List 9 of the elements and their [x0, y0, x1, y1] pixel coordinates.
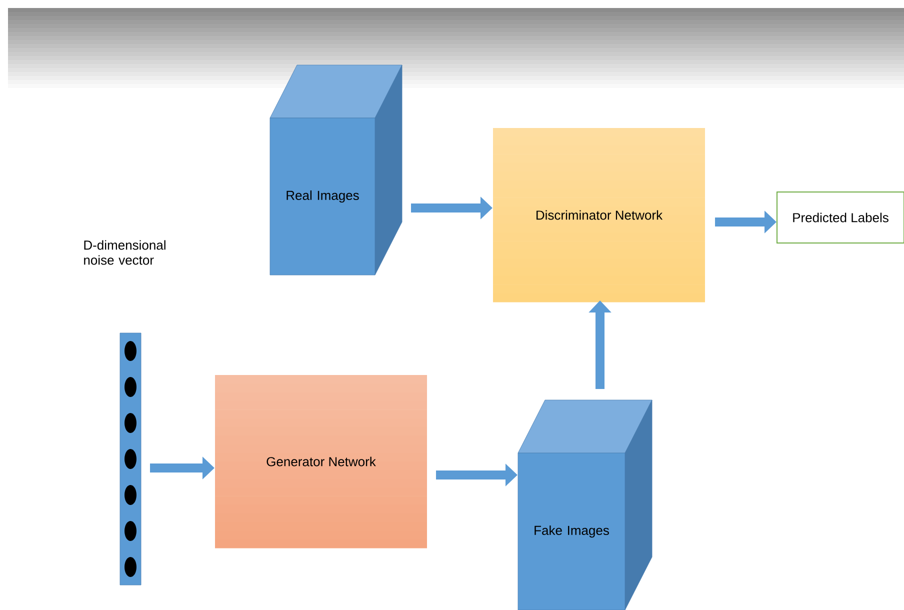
- cube: Real Images: [270, 64, 402, 276]
- output-box: Predicted Labels: [776, 192, 904, 244]
- process-box: Discriminator Network: [493, 128, 705, 302]
- process-box: Generator Network: [215, 375, 427, 548]
- vector-bar: [120, 332, 142, 586]
- node-label: Discriminator Network: [536, 210, 663, 220]
- vector-caption: D-dimensional noise vector: [84, 240, 166, 265]
- cube: Fake Images: [518, 400, 652, 610]
- node-label: Generator Network: [266, 456, 376, 466]
